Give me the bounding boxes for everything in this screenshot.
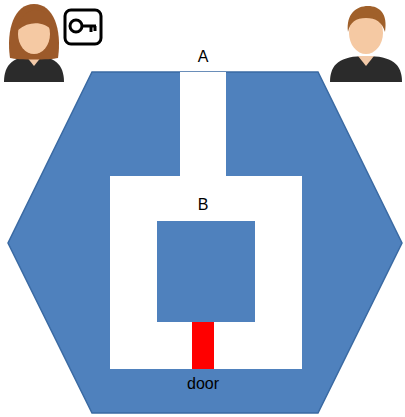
point-label: A — [198, 49, 209, 65]
cave-loop — [110, 176, 302, 369]
entrance-corridor — [180, 72, 226, 178]
cave-rock — [8, 72, 402, 413]
key-icon — [65, 10, 101, 44]
inner-rock — [157, 221, 255, 322]
magic-door — [192, 322, 214, 369]
man-icon — [330, 6, 402, 82]
woman-icon — [4, 4, 64, 82]
door-label: door — [187, 376, 219, 392]
point-label: B — [198, 197, 209, 213]
